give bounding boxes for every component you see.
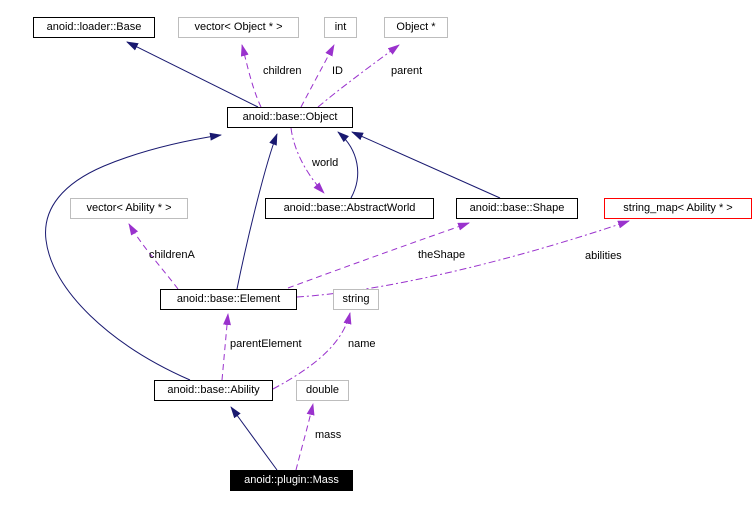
class-node-int: int [324,17,357,38]
edge-usage-object-parent [317,44,400,108]
edge-label-world: world [312,157,339,169]
edge-label-abilities: abilities [585,250,622,262]
edge-usage-element-theShape [287,222,470,289]
edge-usage-element-abilities [296,220,630,298]
edge-label-children: children [263,65,302,77]
class-node-object-ptr: Object * [384,17,448,38]
class-node-anoid-base-element[interactable]: anoid::base::Element [160,289,297,310]
edge-usage-object-id [300,44,335,108]
edge-inherit-abstractworld-to-object [337,131,359,199]
class-node-string: string [333,289,379,310]
class-node-double: double [296,380,349,401]
class-node-anoid-base-object[interactable]: anoid::base::Object [227,107,353,128]
edge-label-theShape: theShape [418,249,466,261]
edge-usage-ability-parentElement [221,313,231,381]
class-node-anoid-base-ability[interactable]: anoid::base::Ability [154,380,273,401]
edge-inherit-ability-to-object [45,132,222,381]
edge-label-parentElement: parentElement [230,338,302,350]
edge-usage-element-childrenA [128,223,179,290]
class-node-vector-object-ptr: vector< Object * > [178,17,299,38]
edge-usage-mass-mass [295,403,315,471]
edge-label-mass: mass [315,429,342,441]
edge-inherit-element-to-object [236,133,278,290]
class-node-string-map-ability-ptr: string_map< Ability * > [604,198,752,219]
edge-label-id: ID [332,65,343,77]
edge-usage-object-world [290,127,325,194]
class-node-anoid-base-abstractworld[interactable]: anoid::base::AbstractWorld [265,198,434,219]
edge-inherit-mass-to-ability [230,406,278,471]
class-node-anoid-plugin-mass: anoid::plugin::Mass [230,470,353,491]
edge-inherit-shape-to-object [351,131,501,199]
edge-inherit-object-to-loader-base [126,41,259,108]
class-node-anoid-base-shape[interactable]: anoid::base::Shape [456,198,578,219]
edge-usage-ability-name [272,312,352,390]
edge-label-name: name [348,338,376,350]
edge-label-childrenA: childrenA [149,249,195,261]
edge-label-parent: parent [391,65,423,77]
edge-usage-object-children [240,44,262,108]
class-node-vector-ability-ptr: vector< Ability * > [70,198,188,219]
class-node-anoid-loader-base[interactable]: anoid::loader::Base [33,17,155,38]
